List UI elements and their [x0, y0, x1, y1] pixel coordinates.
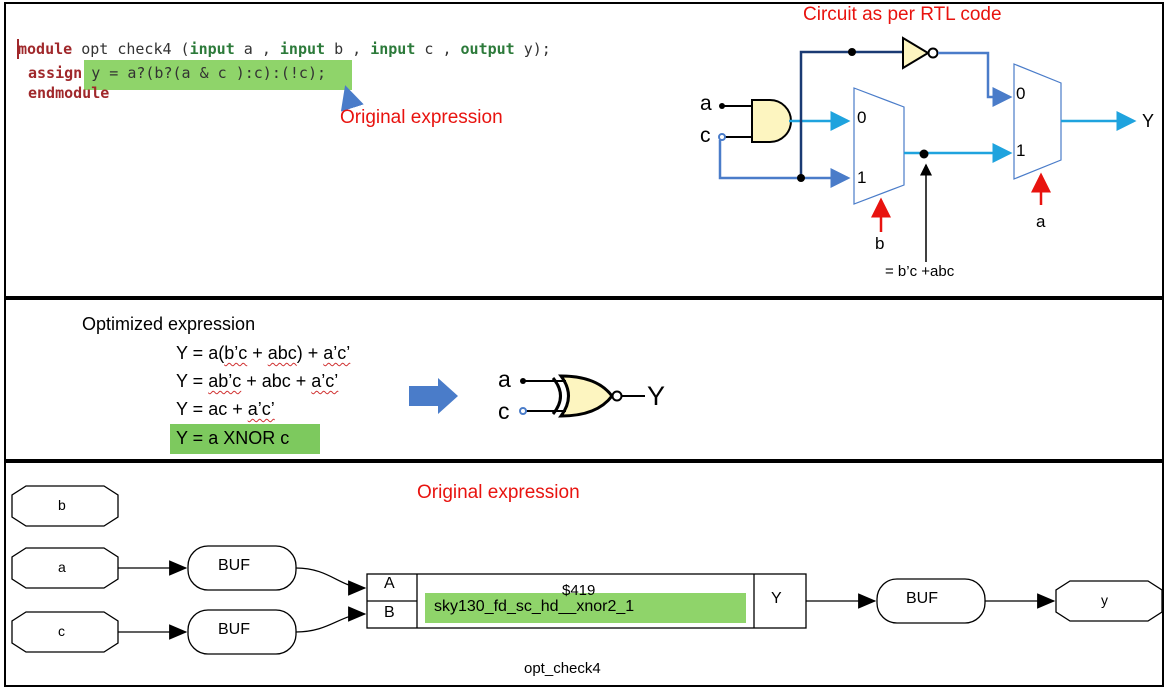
mux1-input-0: 0 — [857, 108, 867, 127]
equation-line-2: Y = ab’c + abc + a’c’ — [176, 371, 339, 391]
select-label-b: b — [875, 234, 885, 253]
keyword-input: input — [189, 40, 235, 58]
mux-1 — [853, 87, 905, 205]
node-expression: = b’c +abc — [885, 263, 955, 280]
port-y-node — [1055, 580, 1163, 622]
assign-expression: y = a?(b?(a & c ):c):(!c); — [82, 64, 327, 82]
port-a-node — [11, 547, 119, 589]
circuit-title: Circuit as per RTL code — [803, 4, 1002, 25]
keyword-module: module — [18, 40, 73, 58]
netlist-title: Original expression — [417, 482, 580, 503]
annotation-original-expression: Original expression — [340, 107, 503, 128]
keyword-assign: assign — [28, 64, 83, 82]
code-line-3: endmodule — [28, 84, 109, 102]
port-c: c , — [415, 40, 461, 58]
and-gate — [751, 99, 792, 143]
rtl-circuit-panel — [4, 2, 1164, 298]
code-cursor — [17, 39, 19, 59]
cell-name-highlight — [425, 593, 746, 623]
xnor-input-label-c: c — [498, 398, 510, 424]
code-line-1: module opt check4 (input a , input b , i… — [18, 40, 551, 58]
mux-2 — [1013, 63, 1062, 180]
equation-line-3: Y = ac + a’c’ — [176, 399, 275, 419]
port-c-node — [11, 611, 119, 653]
cell-id: $419 — [562, 582, 596, 599]
keyword-input: input — [279, 40, 326, 58]
annotation-arrow — [340, 85, 364, 112]
input-label-c: c — [700, 124, 711, 147]
mux1-input-1: 1 — [857, 168, 867, 187]
cell-name: sky130_fd_sc_hd__xnor2_1 — [434, 598, 635, 615]
keyword-output: output — [460, 40, 515, 58]
port-y: y); — [514, 40, 551, 58]
buf-y-label: BUF — [906, 590, 938, 607]
cell-pin-a: A — [384, 575, 395, 592]
port-c-label: c — [58, 623, 65, 639]
port-y-label: y — [1101, 592, 1108, 608]
code-highlight — [84, 60, 352, 90]
equation-line-1: Y = a(b’c + abc) + a’c’ — [176, 343, 351, 363]
input-label-a: a — [700, 92, 712, 115]
port-a-label: a — [58, 559, 66, 575]
cell-pin-b: B — [384, 604, 395, 621]
inverter-gate — [902, 36, 930, 70]
xnor-input-label-a: a — [498, 366, 511, 392]
xnor-gate — [558, 374, 614, 418]
buf-a-label: BUF — [218, 557, 250, 574]
module-name: opt check4 ( — [72, 40, 190, 58]
optimized-title: Optimized expression — [82, 314, 256, 334]
cell-pin-y: Y — [771, 590, 782, 607]
right-arrow-icon — [409, 378, 458, 414]
output-label-y: Y — [1142, 111, 1155, 131]
code-line-2: assign y = a?(b?(a & c ):c):(!c); — [28, 64, 326, 82]
select-label-a: a — [1036, 212, 1046, 231]
keyword-input: input — [370, 40, 416, 58]
mux2-input-0: 0 — [1016, 84, 1026, 103]
keyword-endmodule: endmodule — [28, 84, 110, 102]
mux2-input-1: 1 — [1016, 141, 1026, 160]
port-b: b , — [325, 40, 371, 58]
port-a: a , — [234, 40, 280, 58]
final-expression: Y = a XNOR c — [176, 428, 290, 448]
port-b-node — [11, 485, 119, 527]
xnor-output-label: Y — [647, 381, 666, 411]
port-b-label: b — [58, 497, 66, 513]
buf-c-label: BUF — [218, 621, 250, 638]
module-name-label: opt_check4 — [524, 660, 601, 677]
final-expression-highlight — [170, 424, 320, 454]
